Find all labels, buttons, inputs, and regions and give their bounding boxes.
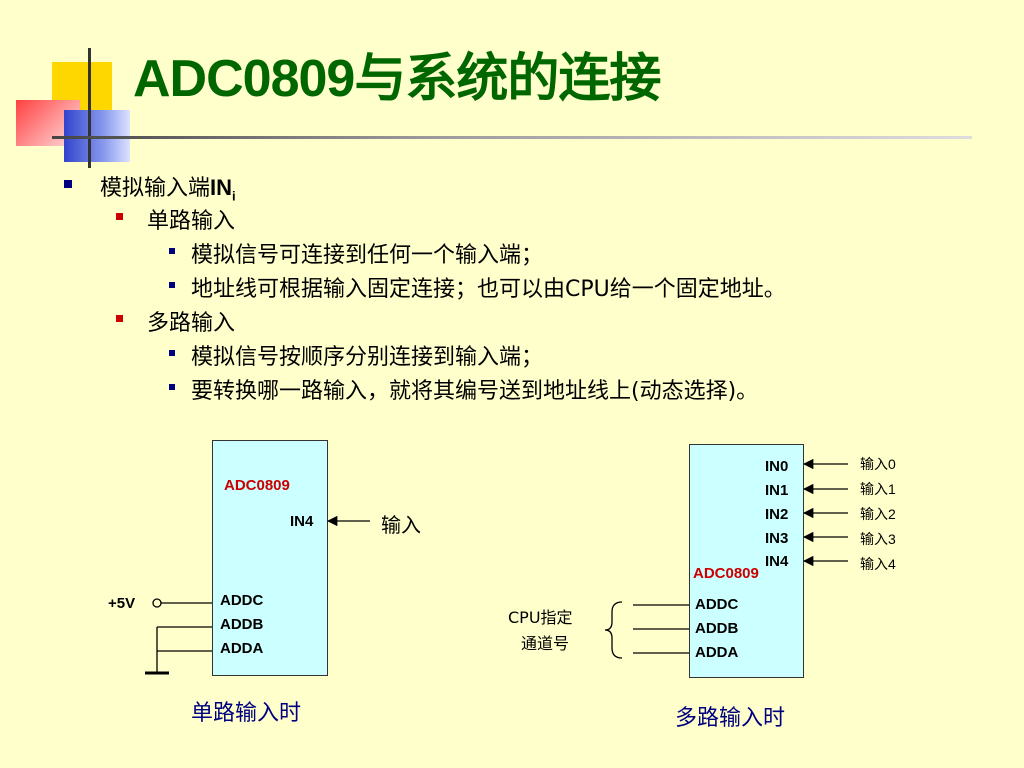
bullet-single-item-1-text: 模拟信号可连接到任何一个输入端； (191, 243, 544, 268)
slide-title: ADC0809与系统的连接 (133, 50, 661, 108)
bullet-analog-input-bold: IN (210, 175, 233, 200)
multi-pin-in0: IN0 (765, 458, 789, 475)
bullet-multi-item-1: 模拟信号按顺序分别连接到输入端； (169, 339, 544, 371)
bullet-marker-icon (169, 350, 175, 356)
bullet-single-item-1: 模拟信号可连接到任何一个输入端； (169, 237, 544, 269)
multi-cpu-label-2: 通道号 (521, 634, 570, 653)
multi-input-0: 输入0 (860, 456, 896, 472)
single-vcc-label: +5V (108, 595, 136, 612)
bullet-multi-item-2-text: 要转换哪一路输入，就将其编号送到地址线上(动态选择)。 (191, 379, 759, 404)
multi-cpu-label-1: CPU指定 (508, 608, 573, 627)
bullet-single-input-label: 单路输入 (147, 209, 236, 234)
multi-input-1: 输入1 (860, 481, 896, 497)
multi-input-4: 输入4 (860, 556, 896, 572)
single-caption: 单路输入时 (191, 701, 302, 726)
bullet-single-item-2: 地址线可根据输入固定连接；也可以由CPU给一个固定地址。 (169, 271, 786, 303)
multi-pin-in4: IN4 (765, 553, 789, 570)
logo-vertical-line (88, 48, 91, 168)
multi-pin-adda: ADDA (695, 644, 739, 661)
bullet-analog-input: 模拟输入端INi (64, 170, 236, 204)
bullet-marker-icon (169, 282, 175, 288)
multi-caption: 多路输入时 (675, 706, 786, 731)
single-pin-addc: ADDC (220, 592, 264, 609)
title-underline (52, 136, 972, 139)
bullet-marker-icon (116, 315, 123, 322)
single-adc-chip (212, 440, 328, 676)
bullet-analog-input-text: 模拟输入端 (100, 176, 211, 201)
multi-pin-in2: IN2 (765, 506, 789, 523)
multi-pin-addc: ADDC (695, 596, 739, 613)
vcc-terminal-icon (152, 598, 162, 608)
bullet-marker-icon (169, 384, 175, 390)
bullet-marker-icon (64, 180, 72, 188)
multi-input-2: 输入2 (860, 506, 896, 522)
bullet-multi-input: 多路输入 (116, 305, 236, 337)
multi-adc-chip (689, 444, 804, 678)
multi-pin-in1: IN1 (765, 482, 789, 499)
bullet-single-item-2-text: 地址线可根据输入固定连接；也可以由CPU给一个固定地址。 (191, 277, 786, 302)
single-pin-in4: IN4 (290, 513, 314, 530)
single-pin-adda: ADDA (220, 640, 264, 657)
bullet-multi-input-label: 多路输入 (147, 311, 236, 336)
bullet-marker-icon (169, 248, 175, 254)
single-chip-name: ADC0809 (224, 477, 290, 494)
cpu-brace-icon (604, 601, 623, 659)
single-pin-addb: ADDB (220, 616, 264, 633)
multi-pin-in3: IN3 (765, 530, 789, 547)
single-input-label: 输入 (381, 513, 421, 537)
multi-chip-name: ADC0809 (693, 565, 759, 582)
bullet-single-input: 单路输入 (116, 203, 236, 235)
bullet-analog-input-sub: i (232, 188, 236, 204)
bullet-multi-item-2: 要转换哪一路输入，就将其编号送到地址线上(动态选择)。 (169, 373, 759, 405)
multi-pin-addb: ADDB (695, 620, 739, 637)
bullet-marker-icon (116, 213, 123, 220)
multi-input-3: 输入3 (860, 531, 896, 547)
bullet-multi-item-1-text: 模拟信号按顺序分别连接到输入端； (191, 345, 544, 370)
